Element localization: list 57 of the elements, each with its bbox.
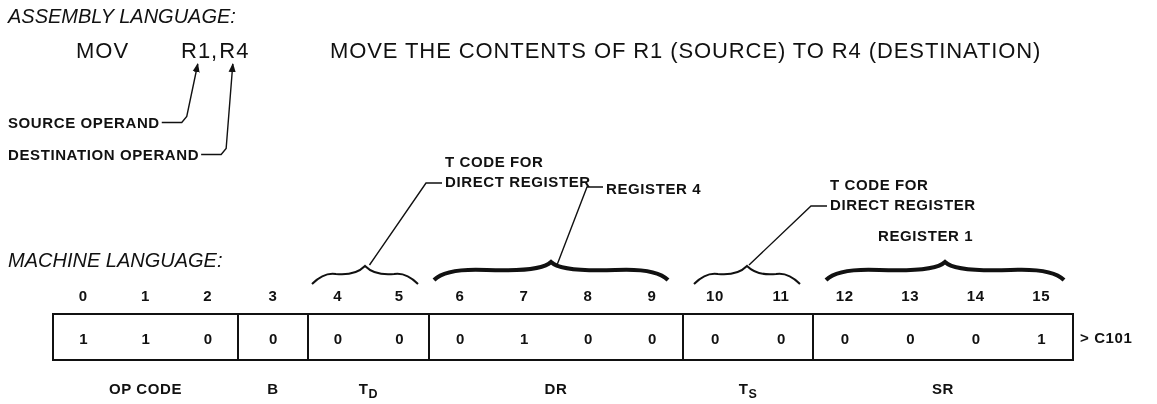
bit-number: 12 [834,288,855,303]
field-name: T$_{D}$ [357,381,380,401]
leader-line [556,186,604,266]
callout-label: DESTINATION OPERAND [8,147,200,162]
bit-value: 0 [840,331,850,346]
operand-text: R4 [219,40,250,62]
bit-number: 13 [900,288,921,303]
bit-value: 0 [906,331,915,346]
bit-value: 1 [141,331,150,346]
bit-number: 11 [771,288,791,303]
bit-number: 3 [267,288,279,303]
bit-value: 0 [269,331,278,346]
callout-label: T CODE FOR DIRECT REGISTER [830,175,980,215]
bit-value: 0 [584,331,593,346]
field-name: SR [930,381,955,396]
bit-number: 9 [646,288,658,303]
bit-value: 0 [395,331,404,346]
bit-value: 0 [777,331,786,346]
instruction-code: > C101 [1080,330,1133,345]
field-name: OP CODE [107,381,184,396]
arrow [161,63,200,124]
bit-number: 5 [393,288,405,303]
field-name: DR [543,381,569,396]
bit-value: 1 [1037,331,1046,346]
bit-number: 10 [705,288,725,303]
bit-value: 0 [711,331,720,346]
bit-value: 1 [520,331,529,346]
bit-number: 15 [1031,288,1052,303]
bit-value: 1 [79,331,88,346]
callout-label: T CODE FOR DIRECT REGISTER [445,152,595,192]
bit-number: 14 [965,288,986,303]
bit-field-box [812,313,1074,361]
bit-value: 0 [456,331,465,346]
bit-number: 4 [332,288,344,303]
section-heading: ASSEMBLY LANGUAGE: [8,6,236,26]
bit-number: 7 [518,288,530,303]
leader-line [748,205,828,266]
bit-value: 0 [971,331,981,346]
field-note: REGISTER 1 [878,228,974,243]
operand-text: R1, [181,40,219,62]
section-heading: MACHINE LANGUAGE: [8,250,223,270]
bit-number: 6 [454,288,466,303]
bit-value: 0 [648,331,657,346]
bit-value: 0 [203,331,213,346]
bit-number: 1 [140,288,151,303]
bit-number: 2 [202,288,214,303]
mnemonic-text: MOV [76,40,130,62]
bit-number: 8 [582,288,594,303]
callout-label: SOURCE OPERAND [8,115,160,130]
bit-value: 0 [333,331,343,346]
callout-label: REGISTER 4 [606,181,702,196]
arrow [200,63,236,156]
field-name: B [266,381,280,396]
field-name: T$_{S}$ [737,381,759,401]
bit-number: 0 [77,288,89,303]
leader-line [368,182,443,266]
description-text: MOVE THE CONTENTS OF R1 (SOURCE) TO R4 (DESTINATION) [330,40,1042,62]
